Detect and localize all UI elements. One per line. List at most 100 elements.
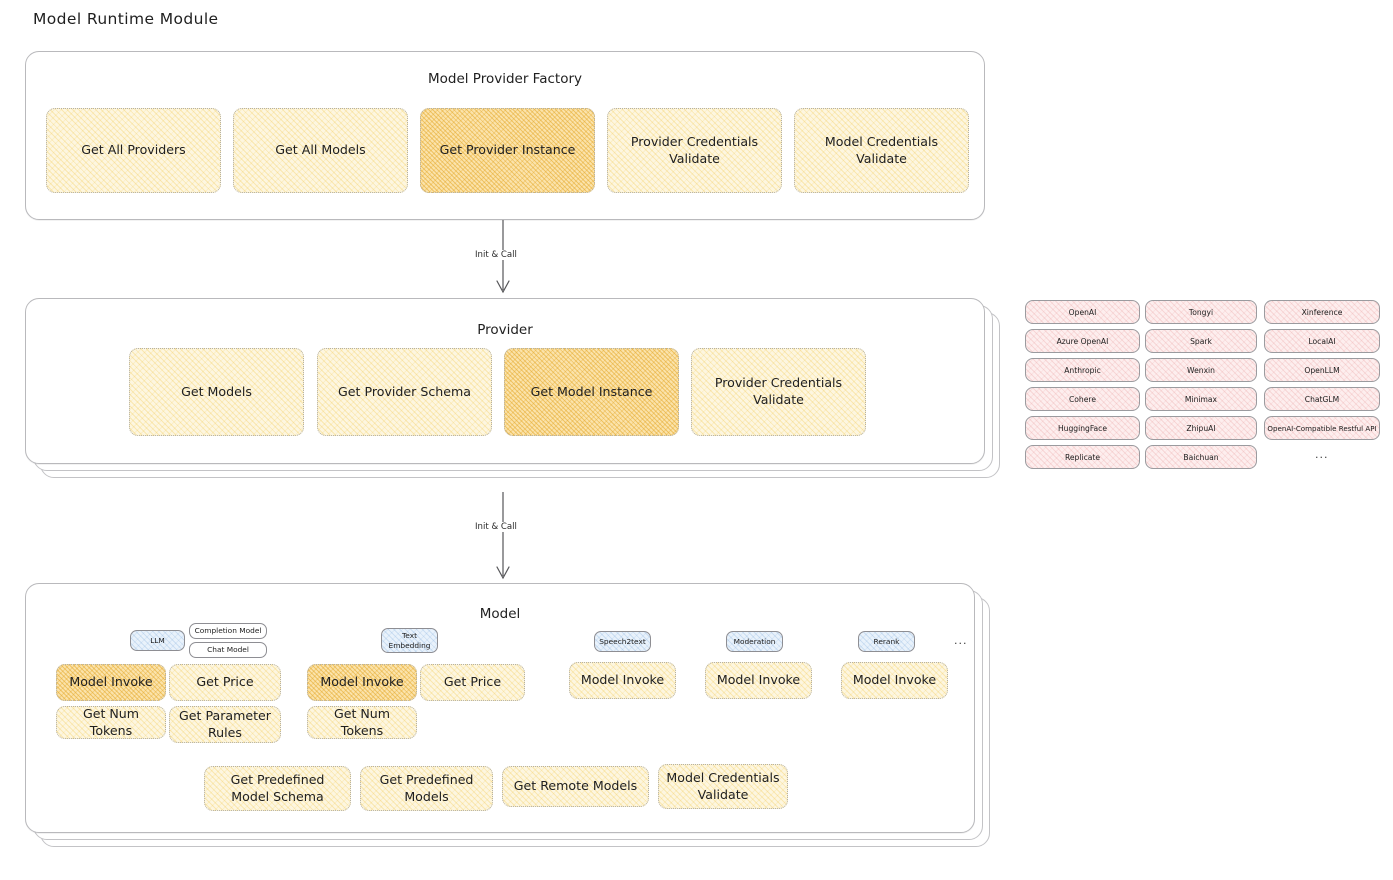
model-op-text-embedding-model-invoke[interactable]: Model Invoke	[307, 664, 417, 701]
provider-chip-label: Wenxin	[1187, 365, 1215, 375]
model-types-more: ...	[954, 634, 968, 647]
provider-node-label: Get Model Instance	[530, 383, 653, 399]
provider-chip-minimax[interactable]: Minimax	[1145, 387, 1257, 411]
arrow-icon	[496, 492, 510, 580]
provider-node-provider-credentials-validate[interactable]: Provider Credentials Validate	[691, 348, 866, 436]
provider-node-get-models[interactable]: Get Models	[129, 348, 304, 436]
provider-chip-openai-compatible-restful-api[interactable]: OpenAI-Compatible Restful API	[1264, 416, 1380, 440]
provider-chip-wenxin[interactable]: Wenxin	[1145, 358, 1257, 382]
model-common-op-label: Get Predefined Model Schema	[230, 771, 325, 804]
provider-chip-label: HuggingFace	[1057, 423, 1108, 433]
model-type-tag-llm[interactable]: LLM	[130, 630, 185, 651]
model-op-llm-get-num-tokens[interactable]: Get Num Tokens	[56, 706, 166, 739]
provider-chip-replicate[interactable]: Replicate	[1025, 445, 1140, 469]
model-op-label: Get Price	[443, 674, 502, 690]
model-type-tag-text-embedding[interactable]: Text Embedding	[381, 628, 438, 653]
provider-chip-label: LocalAI	[1308, 336, 1336, 346]
model-op-llm-get-price[interactable]: Get Price	[169, 664, 281, 701]
model-subtype-tag-completion-model[interactable]: Completion Model	[189, 623, 267, 639]
model-common-op-get-predefined-models[interactable]: Get Predefined Models	[360, 766, 493, 811]
factory-node-get-all-providers[interactable]: Get All Providers	[46, 108, 221, 193]
model-op-label: Model Invoke	[320, 674, 404, 690]
model-type-label: Text Embedding	[388, 631, 431, 650]
model-subtype-label: Completion Model	[194, 626, 262, 636]
model-op-llm-get-parameter-rules[interactable]: Get Parameter Rules	[169, 706, 281, 743]
model-common-op-model-credentials-validate[interactable]: Model Credentials Validate	[658, 764, 788, 809]
provider-chip-zhipuai[interactable]: ZhipuAI	[1145, 416, 1257, 440]
provider-chip-label: ZhipuAI	[1186, 423, 1216, 433]
model-type-tag-speech2text[interactable]: Speech2text	[594, 631, 651, 652]
provider-chip-label: ChatGLM	[1304, 394, 1340, 404]
model-type-label: Moderation	[733, 636, 776, 646]
factory-node-model-credentials-validate[interactable]: Model Credentials Validate	[794, 108, 969, 193]
provider-chip-anthropic[interactable]: Anthropic	[1025, 358, 1140, 382]
model-common-op-get-remote-models[interactable]: Get Remote Models	[502, 766, 649, 807]
provider-node-label: Get Models	[181, 383, 252, 399]
page-title: Model Runtime Module	[33, 10, 219, 28]
arrow-label: Init & Call	[472, 522, 520, 532]
model-op-label: Model Invoke	[580, 672, 665, 688]
provider-chip-huggingface[interactable]: HuggingFace	[1025, 416, 1140, 440]
provider-node-get-model-instance[interactable]: Get Model Instance	[504, 348, 679, 436]
provider-chip-label: Spark	[1190, 336, 1212, 346]
model-panel: Model LLM Completion Model Chat Model Te…	[25, 583, 975, 833]
provider-chip-label: Xinference	[1301, 307, 1343, 317]
model-op-label: Model Invoke	[69, 674, 153, 690]
factory-node-provider-credentials-validate[interactable]: Provider Credentials Validate	[607, 108, 782, 193]
model-op-label: Get Num Tokens	[333, 705, 391, 738]
arrow-label: Init & Call	[472, 250, 520, 260]
factory-node-get-all-models[interactable]: Get All Models	[233, 108, 408, 193]
provider-chip-label: Cohere	[1068, 394, 1097, 404]
model-op-label: Model Invoke	[716, 672, 801, 688]
model-provider-factory-panel: Model Provider Factory Get All Providers…	[25, 51, 985, 220]
provider-chip-tongyi[interactable]: Tongyi	[1145, 300, 1257, 324]
model-type-label: LLM	[150, 635, 165, 645]
provider-panel: Provider Get Models Get Provider Schema …	[25, 298, 985, 464]
provider-chip-localai[interactable]: LocalAI	[1264, 329, 1380, 353]
model-type-tag-moderation[interactable]: Moderation	[726, 631, 783, 652]
model-op-rerank-model-invoke[interactable]: Model Invoke	[841, 662, 948, 699]
factory-node-label: Get All Models	[275, 142, 366, 158]
model-subtype-label: Chat Model	[207, 645, 249, 655]
provider-chip-xinference[interactable]: Xinference	[1264, 300, 1380, 324]
provider-chip-chatglm[interactable]: ChatGLM	[1264, 387, 1380, 411]
provider-chip-label: OpenAI-Compatible Restful API	[1267, 423, 1377, 433]
provider-chip-label: Anthropic	[1064, 365, 1101, 375]
provider-chip-openllm[interactable]: OpenLLM	[1264, 358, 1380, 382]
provider-list-more: ...	[1315, 448, 1329, 461]
model-op-moderation-model-invoke[interactable]: Model Invoke	[705, 662, 812, 699]
provider-chip-label: Replicate	[1064, 452, 1101, 462]
provider-node-get-provider-schema[interactable]: Get Provider Schema	[317, 348, 492, 436]
provider-chip-azure-openai[interactable]: Azure OpenAI	[1025, 329, 1140, 353]
provider-chip-openai[interactable]: OpenAI	[1025, 300, 1140, 324]
model-provider-factory-title: Model Provider Factory	[427, 71, 582, 87]
model-op-text-embedding-get-price[interactable]: Get Price	[420, 664, 525, 701]
model-common-op-label: Get Remote Models	[513, 778, 638, 794]
model-op-label: Model Invoke	[852, 672, 937, 688]
model-common-op-get-predefined-model-schema[interactable]: Get Predefined Model Schema	[204, 766, 351, 811]
provider-title: Provider	[477, 322, 533, 338]
model-op-text-embedding-get-num-tokens[interactable]: Get Num Tokens	[307, 706, 417, 739]
provider-chip-label: Baichuan	[1183, 452, 1219, 462]
factory-node-label: Get All Providers	[81, 142, 186, 158]
provider-chip-cohere[interactable]: Cohere	[1025, 387, 1140, 411]
factory-node-get-provider-instance[interactable]: Get Provider Instance	[420, 108, 595, 193]
model-op-speech2text-model-invoke[interactable]: Model Invoke	[569, 662, 676, 699]
model-common-op-label: Model Credentials Validate	[666, 769, 780, 802]
factory-node-label: Get Provider Instance	[439, 142, 576, 158]
provider-chip-spark[interactable]: Spark	[1145, 329, 1257, 353]
model-type-label: Rerank	[873, 636, 900, 646]
provider-list: OpenAI Azure OpenAI Anthropic Cohere Hug…	[1025, 300, 1380, 475]
provider-chip-label: OpenAI	[1068, 307, 1097, 317]
provider-chip-label: OpenLLM	[1304, 365, 1340, 375]
provider-chip-baichuan[interactable]: Baichuan	[1145, 445, 1257, 469]
arrow-provider-to-model: Init & Call	[472, 492, 526, 584]
arrow-factory-to-provider: Init & Call	[472, 220, 526, 298]
model-op-label: Get Parameter Rules	[179, 707, 271, 740]
model-subtype-tag-chat-model[interactable]: Chat Model	[189, 642, 267, 658]
model-type-tag-rerank[interactable]: Rerank	[858, 631, 915, 652]
provider-chip-label: Tongyi	[1188, 307, 1214, 317]
model-op-llm-model-invoke[interactable]: Model Invoke	[56, 664, 166, 701]
factory-node-label: Model Credentials Validate	[824, 133, 939, 166]
model-type-label: Speech2text	[599, 636, 646, 646]
